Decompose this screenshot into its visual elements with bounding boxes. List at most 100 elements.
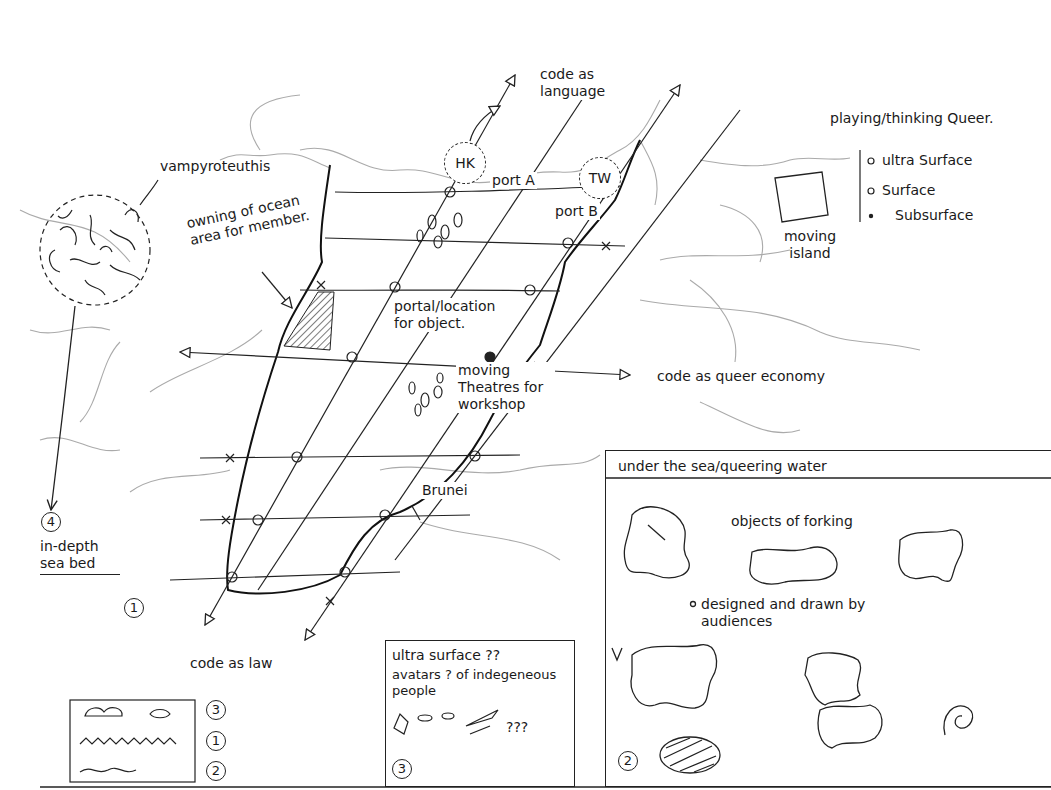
coast-cross bbox=[602, 242, 610, 250]
faint-coastline bbox=[720, 205, 763, 262]
code-grid-line bbox=[305, 85, 680, 640]
faint-coastline bbox=[660, 250, 790, 260]
layer-list-marks bbox=[868, 158, 874, 164]
avatar-sketch bbox=[418, 715, 432, 721]
coast-cross bbox=[317, 281, 325, 289]
object-marks bbox=[417, 230, 423, 242]
axis-label: code as language bbox=[538, 66, 632, 100]
avatar-sketch bbox=[442, 713, 454, 719]
forking-object-outline bbox=[691, 602, 696, 607]
object-marks bbox=[428, 215, 436, 229]
panel-heading: ultra surface ?? bbox=[392, 647, 570, 664]
forking-object-outline bbox=[944, 706, 973, 735]
faint-coastline bbox=[640, 140, 657, 205]
portal-dot bbox=[227, 572, 237, 582]
layer-legend-sketch bbox=[150, 710, 170, 718]
forking-object-outline bbox=[648, 525, 665, 540]
layer-name: in-depth sea bed bbox=[40, 538, 120, 575]
callout-number: 3 bbox=[206, 700, 226, 720]
object-marks bbox=[415, 404, 421, 416]
portal-dot bbox=[292, 452, 302, 462]
panel-note: ??? bbox=[506, 719, 528, 736]
coast-cross bbox=[412, 506, 420, 520]
forking-object-outline bbox=[750, 547, 837, 584]
coast-cross bbox=[326, 597, 334, 605]
forking-object-outline bbox=[612, 648, 622, 660]
owned-ocean-hatch bbox=[262, 272, 292, 308]
portal-dot bbox=[227, 187, 573, 582]
forking-object-outline bbox=[605, 477, 1051, 478]
creature-name: vampyroteuthis bbox=[160, 158, 270, 175]
portal-dot bbox=[253, 515, 263, 525]
creature-sketch bbox=[125, 210, 138, 222]
section-heading: playing/thinking Queer. bbox=[828, 110, 995, 127]
callout-number: 1 bbox=[124, 598, 144, 618]
creature-sketch bbox=[60, 227, 76, 245]
forking-object-outline bbox=[818, 705, 882, 748]
creature-sketch bbox=[70, 259, 100, 264]
moving-island-square bbox=[775, 172, 828, 222]
port-name: HK bbox=[455, 155, 475, 172]
panel-heading: under the sea/queering water bbox=[618, 458, 827, 475]
code-grid-line bbox=[300, 290, 560, 291]
portal-dot bbox=[340, 567, 350, 577]
place-name: Brunei bbox=[420, 482, 470, 499]
creature-sketch bbox=[140, 180, 158, 205]
faint-coastline bbox=[700, 402, 800, 433]
layer-name: Subsurface bbox=[893, 207, 975, 224]
code-grid-line bbox=[205, 75, 515, 625]
portal-dot bbox=[445, 187, 455, 197]
panel-note: avatars ? of indegeneous people bbox=[392, 667, 570, 699]
portal-dot bbox=[347, 352, 357, 362]
object-marks bbox=[421, 393, 429, 407]
code-grid-line bbox=[180, 352, 630, 375]
location-note: portal/location for object. bbox=[392, 298, 504, 332]
portal-dot bbox=[485, 352, 495, 362]
portal-dot bbox=[563, 238, 573, 248]
under-sea-panel: under the sea/queering waterobjects of f… bbox=[605, 450, 1051, 787]
faint-coastline bbox=[20, 95, 920, 560]
layer-list-marks bbox=[860, 150, 874, 222]
creature-sketch bbox=[90, 215, 95, 245]
creature-sketch bbox=[40, 195, 150, 305]
object-marks bbox=[441, 225, 449, 239]
coast-cross bbox=[222, 516, 230, 524]
layer-list-marks bbox=[859, 150, 860, 222]
layer-name: ultra Surface bbox=[880, 152, 974, 169]
callout-number: 3 bbox=[392, 759, 412, 779]
creature-sketch bbox=[110, 265, 140, 280]
object-marks bbox=[409, 382, 415, 394]
faint-coastline bbox=[690, 280, 736, 362]
object-marks bbox=[437, 373, 443, 383]
faint-coastline bbox=[700, 158, 850, 166]
callout-number: 2 bbox=[206, 761, 226, 781]
faint-coastline bbox=[40, 438, 120, 451]
coast-cross bbox=[222, 242, 610, 605]
code-grid-line bbox=[200, 455, 520, 458]
owned-ocean-hatch bbox=[262, 272, 334, 350]
faint-coastline bbox=[640, 300, 920, 350]
code-grid-line bbox=[335, 186, 620, 193]
creature-sketch bbox=[100, 246, 112, 252]
forking-object-outline bbox=[805, 653, 861, 705]
faint-coastline bbox=[30, 327, 110, 333]
layer-name: Surface bbox=[880, 182, 937, 199]
layer-legend-sketch bbox=[85, 708, 122, 716]
faint-coastline bbox=[420, 522, 560, 560]
faint-coastline bbox=[150, 330, 262, 392]
moving-island: moving island bbox=[770, 170, 856, 268]
forking-object-outline bbox=[899, 530, 963, 581]
ultra-surface-panel: ultra surface ?? avatars ? of indegeneous… bbox=[385, 640, 575, 787]
axis-label: code as law bbox=[188, 655, 274, 672]
callout-number: 1 bbox=[206, 731, 226, 751]
port-label: port A bbox=[490, 172, 537, 189]
sea-bed-callout: 4in-depth sea bed bbox=[40, 512, 130, 582]
forking-object-outline bbox=[624, 507, 689, 578]
creature-sketch bbox=[85, 280, 105, 295]
portal-dot bbox=[380, 510, 390, 520]
creature-sketch bbox=[50, 250, 60, 272]
layer-legend-sketch bbox=[80, 768, 136, 772]
code-grid-line bbox=[200, 515, 470, 520]
